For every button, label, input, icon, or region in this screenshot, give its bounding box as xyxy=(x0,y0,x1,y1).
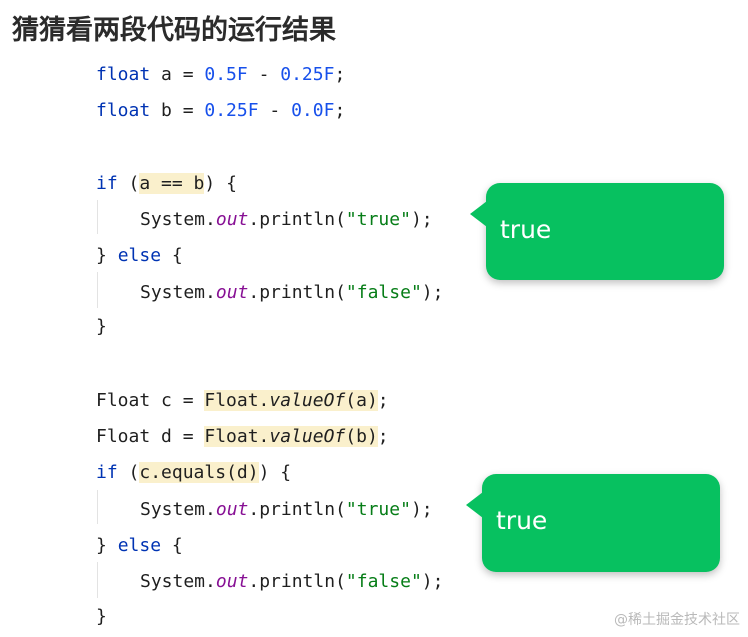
bubble-tail xyxy=(470,201,487,227)
static-field: out xyxy=(215,209,249,230)
code-line-12: } else { xyxy=(96,533,183,559)
code-text: b = xyxy=(150,100,205,121)
code-text: Float d = xyxy=(96,426,205,447)
highlighted-expression: a == b xyxy=(139,173,205,194)
code-text: ) { xyxy=(204,173,237,194)
code-text: .println( xyxy=(248,499,346,520)
code-line-5: } else { xyxy=(96,243,183,269)
code-text: .println( xyxy=(248,282,346,303)
code-text: ( xyxy=(117,173,140,194)
code-text: System. xyxy=(140,499,216,520)
code-text: ; xyxy=(334,100,346,121)
keyword: if xyxy=(96,173,118,194)
code-text: .println( xyxy=(248,209,346,230)
code-text: ( xyxy=(117,462,140,483)
page-title: 猜猜看两段代码的运行结果 xyxy=(12,15,336,46)
code-line-8: Float c = Float.valueOf(a); xyxy=(96,388,389,414)
code-text: } xyxy=(96,606,107,627)
code-text: Float c = xyxy=(96,390,205,411)
code-text: } xyxy=(96,316,107,337)
keyword: else xyxy=(117,535,162,556)
result-text: true xyxy=(496,506,548,535)
code-line-9: Float d = Float.valueOf(b); xyxy=(96,424,389,450)
code-line-7: } xyxy=(96,314,107,340)
keyword: float xyxy=(96,64,151,85)
code-text: { xyxy=(161,535,183,556)
code-text: ) { xyxy=(258,462,292,483)
code-text: Float. xyxy=(204,426,270,447)
code-text: System. xyxy=(140,209,216,230)
code-text: .println( xyxy=(248,571,346,592)
result-bubble-1: true xyxy=(470,183,724,280)
highlighted-expression: Float.valueOf(b) xyxy=(204,426,378,447)
static-method: valueOf xyxy=(269,426,346,447)
code-text: (a) xyxy=(345,390,378,411)
indent-guide xyxy=(97,562,98,598)
number-literal: 0.25F xyxy=(280,64,335,85)
keyword: else xyxy=(117,245,162,266)
keyword: float xyxy=(96,100,151,121)
code-text: ; xyxy=(334,64,346,85)
static-field: out xyxy=(215,499,249,520)
code-line-2: float b = 0.25F - 0.0F; xyxy=(96,98,345,124)
code-line-4: System.out.println("true"); xyxy=(140,207,433,233)
result-bubble-2: true xyxy=(466,474,720,572)
code-text: ; xyxy=(377,390,389,411)
code-text: ); xyxy=(410,209,433,230)
code-line-10: if (c.equals(d)) { xyxy=(96,460,291,486)
code-text: a = xyxy=(150,64,205,85)
static-field: out xyxy=(215,282,249,303)
code-line-11: System.out.println("true"); xyxy=(140,497,433,523)
number-literal: 0.25F xyxy=(204,100,259,121)
code-text: ); xyxy=(421,282,444,303)
number-literal: 0.0F xyxy=(291,100,335,121)
string-literal: "false" xyxy=(345,282,422,303)
indent-guide xyxy=(97,490,98,524)
code-text: System. xyxy=(140,571,216,592)
indent-guide xyxy=(97,272,98,308)
code-text: } xyxy=(96,535,118,556)
code-text: { xyxy=(161,245,183,266)
code-line-14: } xyxy=(96,604,107,630)
code-line-3: if (a == b) { xyxy=(96,171,237,197)
static-method: valueOf xyxy=(269,390,346,411)
string-literal: "true" xyxy=(345,499,411,520)
keyword: if xyxy=(96,462,118,483)
operator: - xyxy=(258,100,292,121)
code-text: Float. xyxy=(204,390,270,411)
indent-guide xyxy=(97,200,98,234)
code-text: ); xyxy=(421,571,444,592)
code-line-6: System.out.println("false"); xyxy=(140,280,443,306)
operator: - xyxy=(247,64,281,85)
string-literal: "true" xyxy=(345,209,411,230)
code-text: } xyxy=(96,245,118,266)
string-literal: "false" xyxy=(345,571,422,592)
code-line-13: System.out.println("false"); xyxy=(140,569,443,595)
code-text: (b) xyxy=(345,426,378,447)
bubble-tail xyxy=(466,492,483,518)
code-line-1: float a = 0.5F - 0.25F; xyxy=(96,62,345,88)
number-literal: 0.5F xyxy=(204,64,248,85)
code-text: ); xyxy=(410,499,433,520)
code-text: System. xyxy=(140,282,216,303)
code-text: ; xyxy=(377,426,389,447)
result-text: true xyxy=(500,215,552,244)
static-field: out xyxy=(215,571,249,592)
highlighted-expression: c.equals(d) xyxy=(139,462,259,483)
watermark: @稀土掘金技术社区 xyxy=(614,612,740,628)
highlighted-expression: Float.valueOf(a) xyxy=(204,390,378,411)
